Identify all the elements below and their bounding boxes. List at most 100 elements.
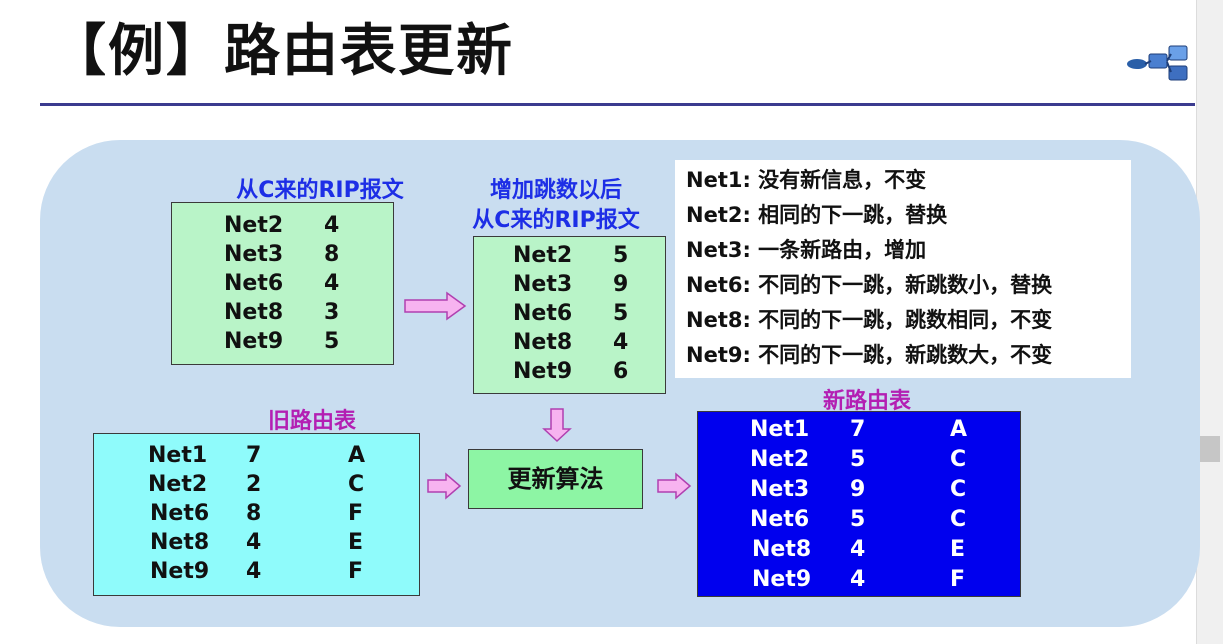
net-cell: Net8 [752, 537, 812, 562]
net-cell: Net2 [224, 213, 284, 238]
next-hop-cell: C [950, 507, 967, 532]
table-row: Net9 6 [513, 357, 663, 386]
table-row: Net8 4 E [752, 535, 1012, 564]
hop-cell: 9 [613, 272, 629, 297]
scrollbar-track[interactable] [1196, 0, 1223, 644]
hop-cell: 4 [246, 530, 262, 555]
arrow-right-icon [404, 291, 467, 321]
label-rip-from-c: 从C来的RIP报文 [236, 178, 404, 203]
note-line: Net3: 一条新路由，增加 [686, 238, 927, 262]
net-cell: Net2 [513, 243, 573, 268]
table-row: Net9 4 F [150, 557, 410, 586]
net-cell: Net3 [224, 242, 284, 267]
table-row: Net2 5 C [750, 445, 1010, 474]
hop-cell: 4 [324, 271, 340, 296]
label-after-hop-line2: 从C来的RIP报文 [472, 208, 640, 233]
net-cell: Net6 [224, 271, 284, 296]
hop-cell: 8 [246, 501, 262, 526]
table-row: Net1 7 A [148, 441, 408, 470]
slide-title: 【例】路由表更新 [50, 19, 514, 84]
hop-cell: 8 [324, 242, 340, 267]
table-row: Net6 5 C [750, 505, 1010, 534]
old-routing-table: Net1 7 A Net2 2 C Net6 8 F Net8 4 E Net9… [93, 433, 420, 596]
table-row: Net9 4 F [752, 565, 1012, 594]
next-hop-cell: C [348, 472, 365, 497]
table-row: Net6 5 [513, 299, 663, 328]
net-cell: Net1 [750, 417, 810, 442]
label-after-hop-line1: 增加跳数以后 [489, 178, 622, 203]
title-underline [40, 103, 1195, 106]
hop-cell: 5 [613, 243, 629, 268]
net-cell: Net9 [150, 559, 210, 584]
next-hop-cell: E [950, 537, 966, 562]
net-cell: Net8 [150, 530, 210, 555]
table-row: Net6 4 [224, 269, 384, 298]
arrow-right-icon [427, 472, 462, 500]
hop-cell: 4 [246, 559, 262, 584]
net-cell: Net1 [148, 443, 208, 468]
net-cell: Net9 [752, 567, 812, 592]
next-hop-cell: F [348, 559, 364, 584]
net-cell: Net2 [750, 447, 810, 472]
next-hop-cell: E [348, 530, 364, 555]
table-row: Net3 9 [513, 270, 663, 299]
hop-cell: 6 [613, 359, 629, 384]
net-cell: Net6 [513, 301, 573, 326]
table-row: Net8 3 [224, 298, 384, 327]
next-hop-cell: A [348, 443, 366, 468]
note-line: Net2: 相同的下一跳，替换 [686, 203, 948, 227]
hop-cell: 2 [246, 472, 262, 497]
arrow-down-icon [542, 408, 572, 443]
scrollbar-thumb[interactable] [1199, 436, 1220, 462]
hop-cell: 7 [246, 443, 262, 468]
hop-cell: 7 [850, 417, 866, 442]
table-row: Net9 5 [224, 327, 384, 356]
table-row: Net2 2 C [148, 470, 408, 499]
net-cell: Net6 [150, 501, 210, 526]
note-line: Net8: 不同的下一跳，跳数相同，不变 [686, 308, 1053, 332]
explanation-notes: Net1: 没有新信息，不变 Net2: 相同的下一跳，替换 Net3: 一条新… [675, 160, 1131, 378]
table-row: Net3 8 [224, 240, 384, 269]
table-row: Net2 5 [513, 241, 663, 270]
label-old-table: 旧路由表 [267, 409, 356, 434]
table-row: Net8 4 [513, 328, 663, 357]
note-line: Net1: 没有新信息，不变 [686, 168, 927, 192]
note-line: Net6: 不同的下一跳，新跳数小，替换 [686, 273, 1053, 297]
hop-cell: 5 [613, 301, 629, 326]
arrow-right-icon [657, 472, 692, 500]
label-new-table: 新路由表 [822, 389, 911, 414]
hop-cell: 5 [324, 329, 340, 354]
table-row: Net3 9 C [750, 475, 1010, 504]
next-hop-cell: A [950, 417, 968, 442]
net-cell: Net3 [513, 272, 573, 297]
net-cell: Net9 [513, 359, 573, 384]
note-line: Net9: 不同的下一跳，新跳数大，不变 [686, 343, 1053, 367]
hop-cell: 4 [850, 537, 866, 562]
net-cell: Net3 [750, 477, 810, 502]
net-cell: Net6 [750, 507, 810, 532]
hop-cell: 9 [850, 477, 866, 502]
hop-cell: 5 [850, 447, 866, 472]
network-logo-icon [1127, 45, 1188, 81]
next-hop-cell: C [950, 477, 967, 502]
net-cell: Net8 [513, 330, 573, 355]
next-hop-cell: F [950, 567, 966, 592]
hop-cell: 5 [850, 507, 866, 532]
next-hop-cell: F [348, 501, 364, 526]
rip-from-c-box: Net2 4 Net3 8 Net6 4 Net8 3 Net9 5 [171, 202, 394, 365]
net-cell: Net8 [224, 300, 284, 325]
update-algorithm-box: 更新算法 [468, 449, 643, 509]
table-row: Net8 4 E [150, 528, 410, 557]
next-hop-cell: C [950, 447, 967, 472]
new-routing-table: Net1 7 A Net2 5 C Net3 9 C Net6 5 C Net8… [697, 411, 1021, 597]
net-cell: Net9 [224, 329, 284, 354]
hop-cell: 4 [324, 213, 340, 238]
hop-cell: 4 [613, 330, 629, 355]
table-row: Net1 7 A [750, 415, 1010, 444]
table-row: Net6 8 F [150, 499, 410, 528]
rip-plus-one-box: Net2 5 Net3 9 Net6 5 Net8 4 Net9 6 [473, 236, 666, 394]
hop-cell: 3 [324, 300, 340, 325]
net-cell: Net2 [148, 472, 208, 497]
table-row: Net2 4 [224, 211, 384, 240]
hop-cell: 4 [850, 567, 866, 592]
